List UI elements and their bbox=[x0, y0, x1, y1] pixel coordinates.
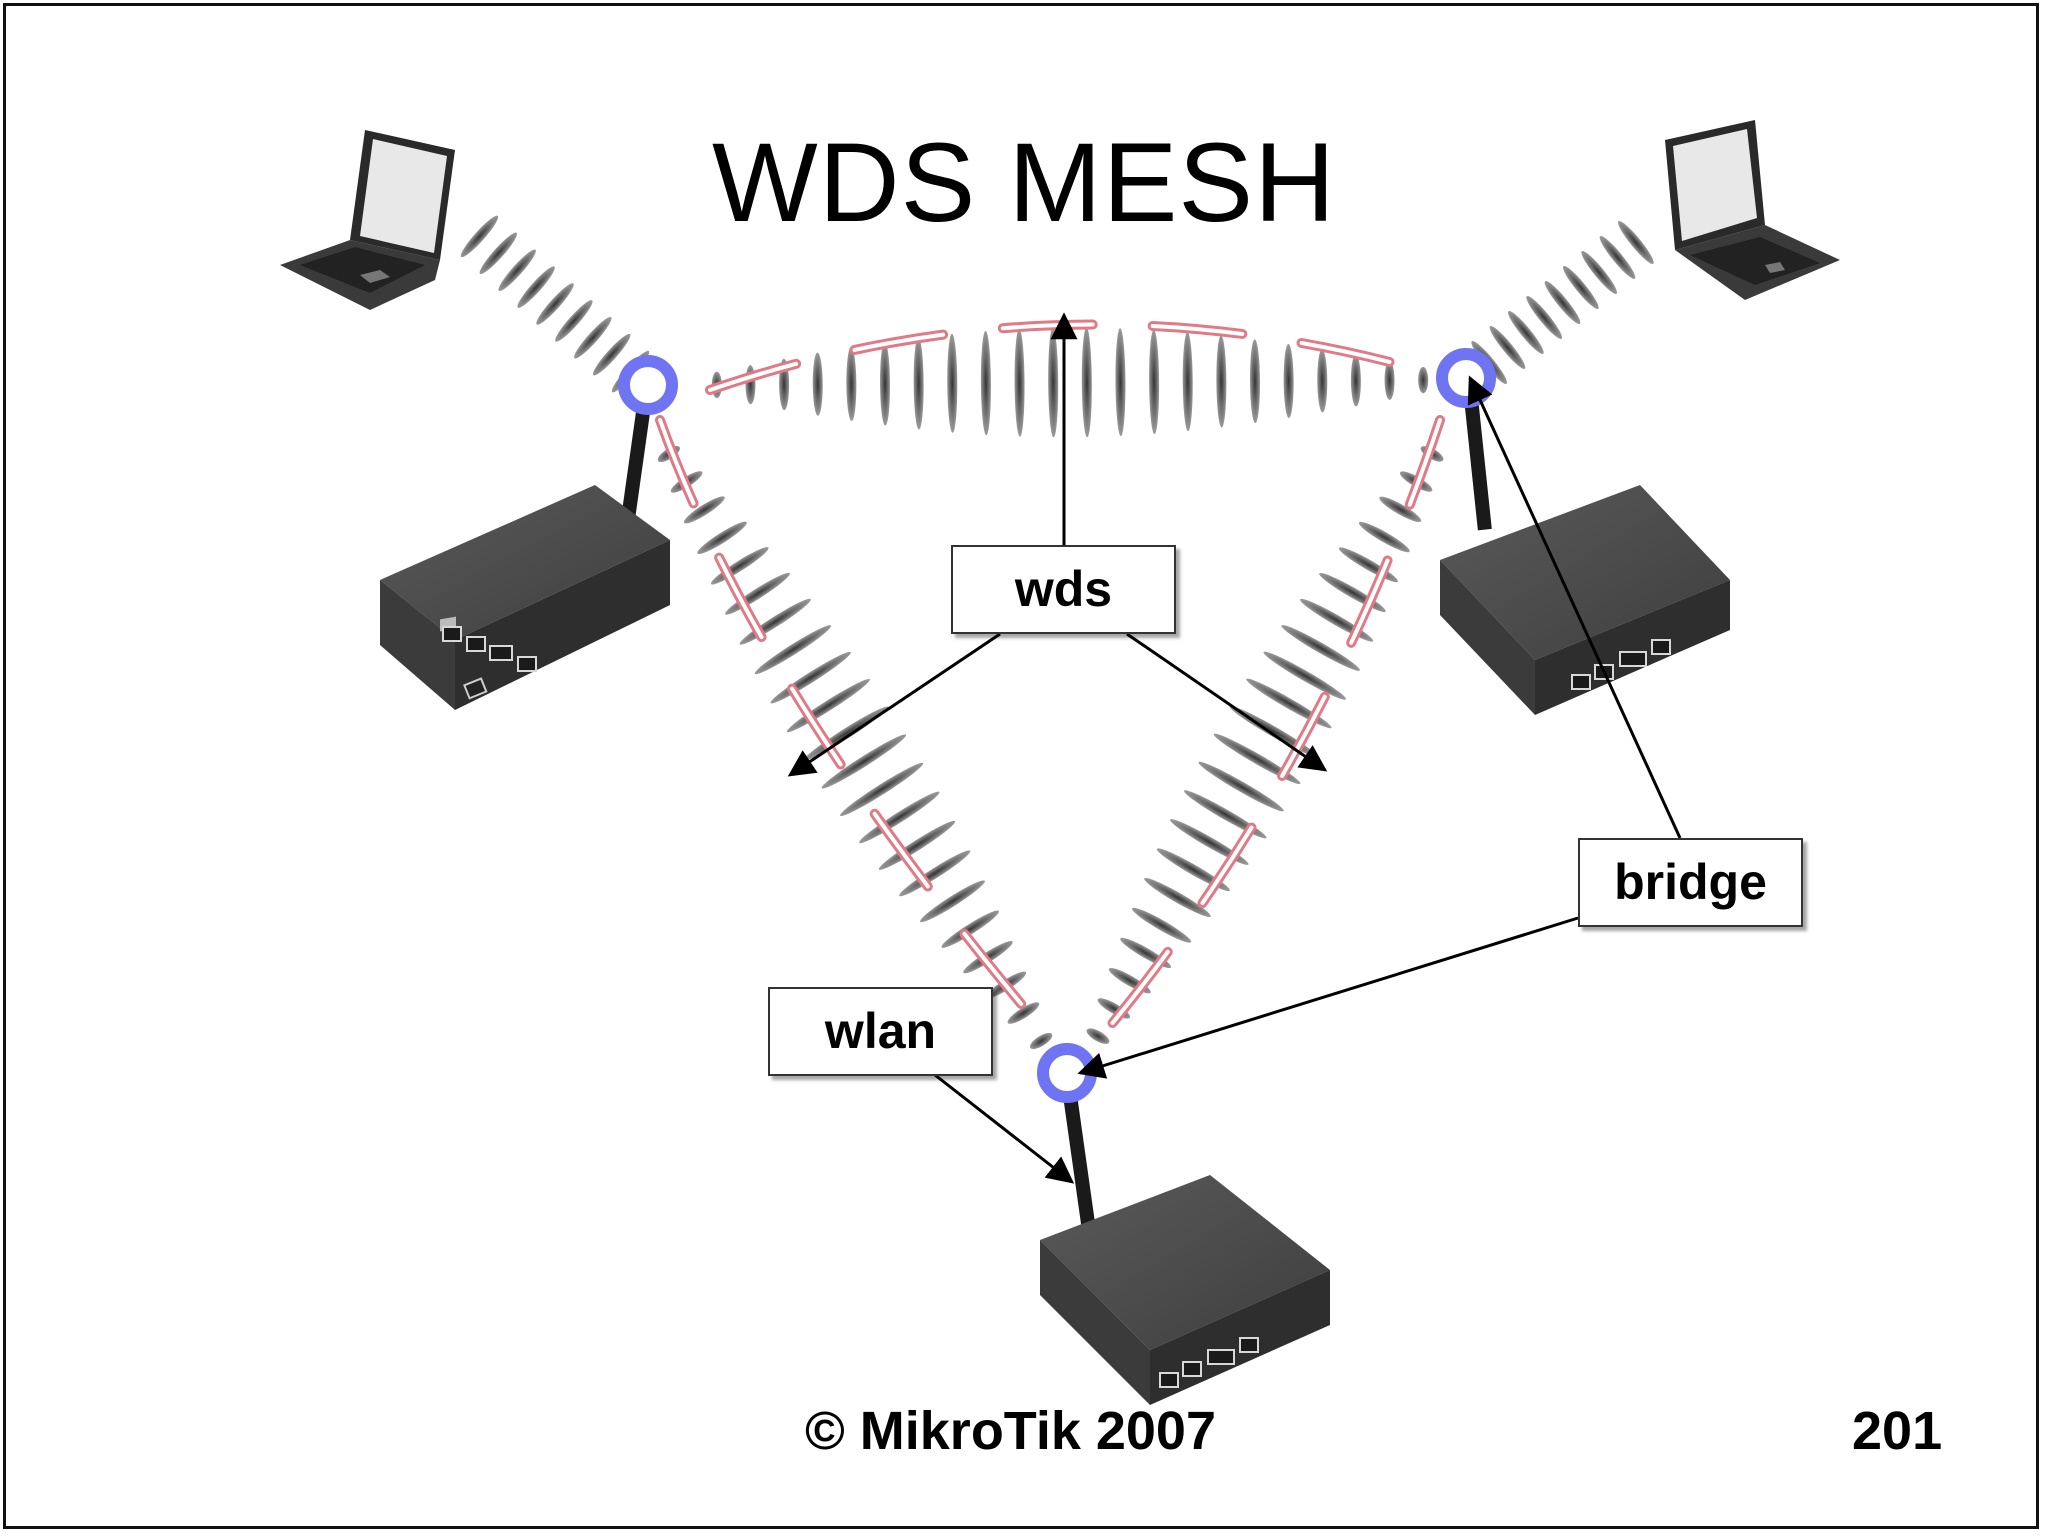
signal-dash bbox=[1132, 907, 1192, 943]
signal-dash bbox=[1086, 1028, 1110, 1044]
signal-dash bbox=[1562, 265, 1599, 310]
signal-dash bbox=[846, 347, 857, 421]
signal-dash bbox=[859, 791, 940, 844]
signal-dash bbox=[1213, 733, 1301, 785]
annotation-arrows bbox=[787, 312, 1682, 1184]
signal-dash bbox=[980, 330, 991, 436]
antenna-icon bbox=[1058, 1059, 1097, 1236]
signal-dash bbox=[1115, 328, 1126, 437]
signal-dash bbox=[555, 300, 593, 342]
signal-dash bbox=[1350, 354, 1361, 407]
page-number: 201 bbox=[1852, 1401, 1943, 1461]
signal-dash bbox=[1007, 1002, 1040, 1024]
signal-dash bbox=[479, 232, 518, 275]
signal-dash bbox=[1418, 366, 1429, 394]
signal-dash bbox=[1317, 349, 1328, 413]
laptop-icon bbox=[1665, 120, 1840, 300]
signal-dash bbox=[536, 283, 574, 325]
signal-dash bbox=[1156, 848, 1230, 892]
signal-dash bbox=[920, 880, 985, 923]
signal-dash bbox=[517, 266, 555, 308]
signal-dash bbox=[879, 341, 891, 426]
signal-dash bbox=[1182, 332, 1193, 432]
signal-dash bbox=[1489, 325, 1526, 370]
signal-dash bbox=[899, 850, 971, 897]
signal-dash bbox=[947, 333, 958, 433]
signal-dash bbox=[1379, 496, 1422, 523]
signal-dash bbox=[460, 215, 499, 258]
signal-dash bbox=[1599, 235, 1636, 280]
signal-dash bbox=[812, 352, 823, 416]
signal-dash bbox=[1617, 220, 1654, 265]
signal-dash bbox=[1149, 329, 1160, 435]
copyright-text: © MikroTik 2007 bbox=[805, 1401, 1216, 1461]
signal-dash bbox=[683, 496, 725, 524]
signal-dash bbox=[592, 333, 631, 376]
signal-dash bbox=[1526, 295, 1563, 340]
laptop-icon bbox=[280, 130, 455, 310]
antenna-icon bbox=[1462, 379, 1492, 531]
signal-dash bbox=[754, 625, 832, 675]
signal-dash bbox=[913, 337, 924, 430]
signal-dash bbox=[1544, 280, 1581, 325]
signal-dash bbox=[574, 317, 612, 359]
signal-dash bbox=[1183, 790, 1267, 839]
bridge-label: bridge bbox=[1578, 838, 1803, 927]
signal-dash bbox=[697, 521, 747, 555]
router-icon bbox=[1440, 379, 1730, 715]
signal-dash bbox=[1581, 250, 1618, 295]
signal-dash bbox=[878, 820, 956, 870]
signal-dash bbox=[1081, 327, 1092, 438]
signal-dash bbox=[1281, 625, 1360, 671]
router-icon bbox=[380, 379, 670, 710]
signal-dash bbox=[941, 910, 1000, 948]
router-icon bbox=[1040, 1059, 1330, 1405]
signal-dash bbox=[1384, 360, 1395, 400]
signal-dash bbox=[1170, 819, 1249, 865]
interface-ring-left bbox=[618, 355, 678, 415]
signal-dash bbox=[1249, 339, 1261, 424]
signal-dash bbox=[1048, 327, 1059, 438]
signal-dash bbox=[1263, 651, 1347, 700]
signal-dash bbox=[1014, 328, 1025, 437]
interface-ring-right bbox=[1436, 348, 1496, 408]
page-title: WDS MESH bbox=[712, 120, 1336, 245]
signal-dash bbox=[1144, 877, 1211, 918]
signal-dash bbox=[1507, 310, 1544, 355]
signal-dash bbox=[821, 734, 907, 789]
router-ports bbox=[442, 626, 1671, 1388]
signal-dash bbox=[1283, 344, 1294, 418]
signal-dash bbox=[840, 762, 924, 817]
signal-dash bbox=[1358, 521, 1410, 553]
antenna-icon bbox=[619, 379, 655, 531]
signal-dash bbox=[1198, 761, 1284, 812]
wlan-label: wlan bbox=[768, 987, 993, 1076]
wds-label: wds bbox=[951, 545, 1176, 634]
signal-dash bbox=[1216, 335, 1227, 428]
signal-dash bbox=[498, 249, 536, 291]
signal-dash bbox=[1029, 1032, 1053, 1050]
